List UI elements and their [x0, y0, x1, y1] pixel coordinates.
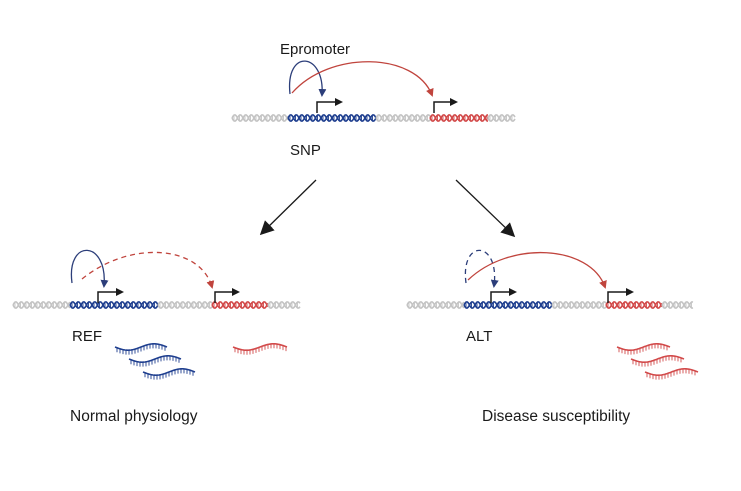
ref-dna-segment-4 [211, 300, 269, 310]
ref-epromoter-transcript-1 [114, 342, 168, 355]
top-tss-arrow-promoter [316, 98, 343, 113]
ref-target-transcript-1 [232, 343, 288, 355]
ref-dna-segment-5 [267, 300, 301, 310]
branch-arrow-right [455, 179, 516, 238]
ref-dna-segment-2 [69, 300, 159, 310]
alt-cis-arc-dashed [464, 249, 499, 288]
top-cis-arc [288, 60, 327, 97]
top-dna-segment-4 [429, 113, 489, 123]
alt-allele-label: ALT [466, 328, 493, 345]
ref-tss-arrow-promoter [97, 288, 124, 303]
alt-dna-segment-1 [406, 300, 465, 310]
top-tss-arrow-target [433, 98, 458, 113]
alt-dna-segment-5 [661, 300, 694, 310]
epromoter-label: Epromoter [280, 41, 351, 58]
alt-target-transcript-3 [644, 367, 699, 380]
ref-dna-segment-1 [12, 300, 71, 310]
ref-allele-label: REF [72, 328, 102, 345]
ref-epromoter-transcript-3 [142, 367, 196, 380]
top-dna-segment-2 [287, 113, 377, 123]
alt-target-transcript-2 [630, 354, 685, 367]
ref-cis-arc [70, 249, 109, 288]
top-trans-arc [291, 61, 434, 97]
alt-tss-arrow-target [607, 288, 634, 303]
top-dna-segment-1 [231, 113, 289, 123]
top-dna-segment-5 [487, 113, 516, 123]
alt-target-transcript-1 [616, 342, 671, 355]
alt-dna-segment-2 [463, 300, 553, 310]
disease-susceptibility-label: Disease susceptibility [482, 408, 631, 425]
alt-dna-segment-4 [605, 300, 663, 310]
normal-physiology-label: Normal physiology [70, 408, 198, 425]
snp-label: SNP [290, 142, 321, 159]
alt-trans-arc [467, 252, 607, 289]
ref-dna-segment-3 [157, 300, 213, 310]
alt-dna-segment-3 [551, 300, 607, 310]
ref-trans-arc-dashed [81, 251, 215, 289]
alt-tss-arrow-promoter [490, 288, 517, 303]
top-dna-segment-3 [375, 113, 431, 123]
ref-epromoter-transcript-2 [128, 354, 182, 367]
ref-tss-arrow-target [214, 288, 240, 303]
branch-arrow-left [259, 179, 317, 236]
